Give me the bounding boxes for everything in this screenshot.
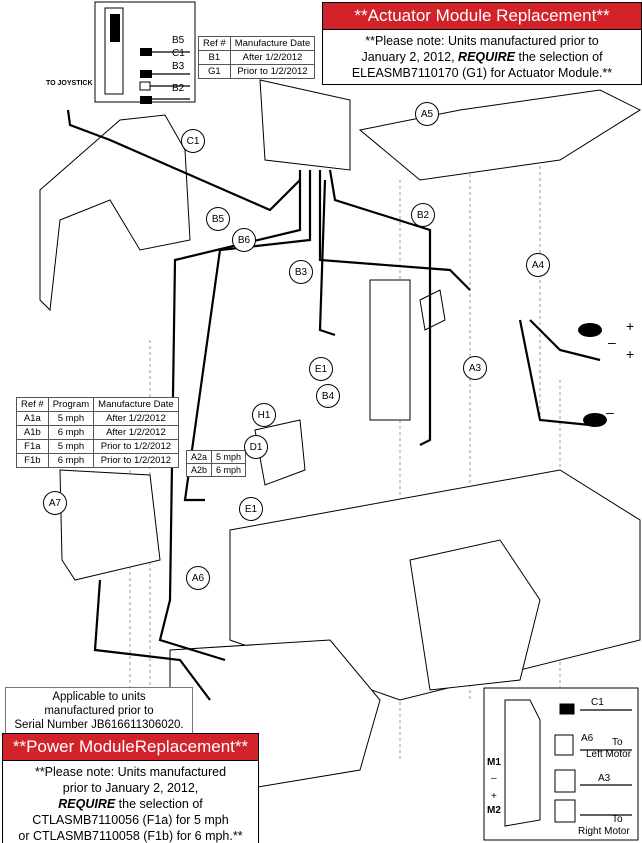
- header: Program: [47, 397, 95, 412]
- power-notice-line: **Please note: Units manufactured: [34, 765, 227, 779]
- callout-a7: A7: [43, 491, 67, 515]
- inset-label: B5: [172, 35, 185, 46]
- inset-label: Left Motor: [586, 749, 632, 760]
- terminal-plus: +: [626, 318, 635, 334]
- power-notice-line: the selection of: [115, 797, 203, 811]
- cell: 5 mph: [47, 411, 95, 426]
- callout-d1: D1: [244, 435, 268, 459]
- serial-note: Applicable to units manufactured prior t…: [5, 687, 193, 735]
- cell: A1b: [16, 425, 49, 440]
- callout-c1: C1: [181, 129, 205, 153]
- header: Manufacture Date: [93, 397, 179, 412]
- serial-note-line: Applicable to units: [52, 691, 146, 703]
- serial-note-line: manufactured prior to: [44, 705, 154, 717]
- power-notice: **Power ModuleReplacement** **Please not…: [2, 733, 259, 843]
- cell: 6 mph: [211, 463, 247, 477]
- inset-label: C1: [172, 48, 185, 59]
- require-emphasis: REQUIRE: [458, 50, 515, 64]
- cell: B1: [198, 50, 231, 65]
- cell: A1a: [16, 411, 49, 426]
- power-notice-line: CTLASMB7110056 (F1a) for 5 mph: [32, 813, 229, 827]
- power-notice-title: **Power ModuleReplacement**: [3, 734, 258, 761]
- callout-a5: A5: [415, 102, 439, 126]
- cell: 5 mph: [211, 450, 247, 464]
- cell: Prior to 1/2/2012: [93, 439, 179, 454]
- header: Ref #: [198, 36, 231, 51]
- inset-label: B3: [172, 61, 185, 72]
- cell: A2b: [185, 463, 213, 477]
- inset-label: M2: [487, 805, 501, 816]
- header: Ref #: [16, 397, 49, 412]
- callout-a6: A6: [186, 566, 210, 590]
- actuator-notice: **Actuator Module Replacement** **Please…: [322, 2, 642, 85]
- actuator-notice-line: ELEASMB7110170 (G1) for Actuator Module.…: [351, 66, 613, 80]
- cell: A2a: [185, 450, 213, 464]
- terminal-plus: +: [626, 346, 635, 362]
- inset-label: To: [612, 737, 623, 748]
- cell: G1: [198, 64, 231, 79]
- terminal-minus: –: [606, 404, 614, 420]
- cell: After 1/2/2012: [93, 425, 179, 440]
- callout-b5: B5: [206, 207, 230, 231]
- cell: 6 mph: [47, 453, 95, 468]
- inset-label: –: [491, 773, 497, 784]
- callout-b6: B6: [232, 228, 256, 252]
- actuator-notice-title: **Actuator Module Replacement**: [323, 3, 641, 30]
- cell: 6 mph: [47, 425, 95, 440]
- inset-label: M1: [487, 757, 501, 768]
- inset-label: +: [491, 791, 497, 802]
- inset-label: C1: [591, 697, 604, 708]
- actuator-notice-line: **Please note: Units manufactured prior …: [365, 34, 599, 48]
- callout-a4: A4: [526, 253, 550, 277]
- callout-b3: B3: [289, 260, 313, 284]
- callout-e1: E1: [309, 357, 333, 381]
- cell: After 1/2/2012: [93, 411, 179, 426]
- inset-label: B2: [172, 83, 185, 94]
- callout-a3: A3: [463, 356, 487, 380]
- cell: F1a: [16, 439, 49, 454]
- terminal-minus: –: [608, 334, 616, 350]
- callout-h1: H1: [252, 403, 276, 427]
- cell: F1b: [16, 453, 49, 468]
- callout-e1: E1: [239, 497, 263, 521]
- inset-label: A6: [581, 733, 594, 744]
- callout-b4: B4: [316, 384, 340, 408]
- joystick-label: TO JOYSTICK: [46, 80, 93, 87]
- cell: After 1/2/2012: [229, 50, 316, 65]
- header: Manufacture Date: [229, 36, 316, 51]
- inset-label: To: [612, 814, 623, 825]
- inset-label: A3: [598, 773, 611, 784]
- cell: Prior to 1/2/2012: [229, 64, 316, 79]
- cell: 5 mph: [47, 439, 95, 454]
- serial-note-line: Serial Number JB616611306020.: [14, 719, 184, 731]
- power-notice-line: or CTLASMB7110058 (F1b) for 6 mph.**: [18, 829, 243, 843]
- inset-label: Right Motor: [578, 826, 630, 837]
- require-emphasis: REQUIRE: [58, 797, 116, 811]
- callout-b2: B2: [411, 203, 435, 227]
- power-notice-line: prior to January 2, 2012,: [62, 781, 199, 795]
- actuator-notice-line: the selection of: [515, 50, 603, 64]
- actuator-notice-line: January 2, 2012,: [361, 50, 459, 64]
- cell: Prior to 1/2/2012: [93, 453, 179, 468]
